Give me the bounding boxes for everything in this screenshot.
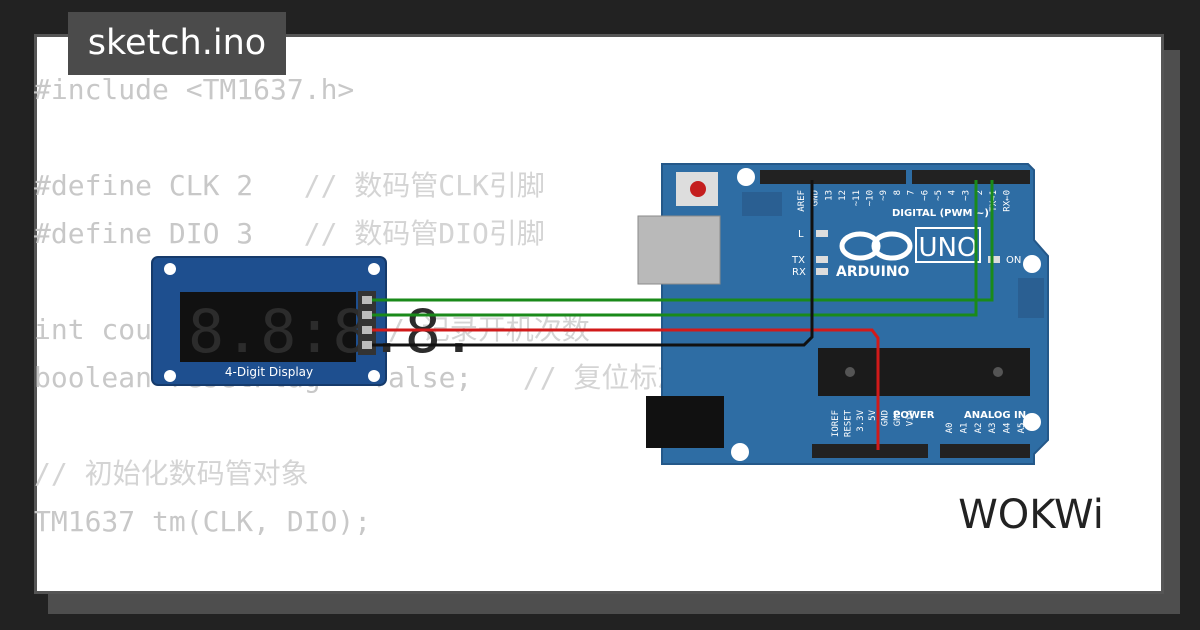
power-header	[812, 444, 928, 458]
mount-hole	[1023, 413, 1041, 431]
pin-label: 3.3V	[856, 409, 866, 431]
mount-hole	[1023, 255, 1041, 273]
code-line: #include <TM1637.h>	[34, 66, 685, 114]
pin-label: TX→1	[989, 190, 999, 212]
pin-label: A4	[1003, 423, 1013, 434]
digital-header-right	[912, 170, 1030, 184]
wire-clk	[372, 180, 994, 302]
led-tx	[816, 256, 828, 263]
segment-digits: 8.8:8.8.	[188, 297, 477, 367]
mount-hole	[164, 263, 176, 275]
led-label-rx: RX	[792, 267, 806, 278]
mount-hole	[737, 168, 755, 186]
pin-label: 2	[975, 190, 985, 195]
pin-label: GND	[893, 410, 903, 426]
led-label-tx: TX	[791, 255, 805, 266]
header-pins	[358, 291, 376, 355]
pin-label: ~5	[934, 190, 944, 201]
display-label: 4-Digit Display	[225, 365, 313, 379]
arduino-model: UNO	[919, 233, 978, 263]
arduino-brand: ARDUINO	[836, 264, 910, 280]
file-title: sketch.ino	[68, 12, 286, 75]
code-line: TM1637 tm(CLK, DIO);	[34, 498, 685, 546]
wire-dio	[372, 180, 978, 317]
pin-label: 7	[907, 190, 917, 195]
pin-label: ~9	[879, 190, 889, 201]
wokwi-logo-text: WOKWi	[958, 492, 1104, 538]
pin-dio	[362, 311, 372, 319]
infinity-logo-icon	[839, 231, 913, 261]
pin-gnd	[362, 341, 372, 349]
pin-label: ~3	[961, 190, 971, 201]
code-line: #define CLK 2 // 数码管CLK引脚	[34, 162, 685, 210]
pin-label: A5	[1017, 423, 1027, 434]
reset-button[interactable]	[690, 181, 706, 197]
pin-vcc	[362, 326, 372, 334]
pin-label: A1	[959, 423, 969, 434]
chip-notch	[845, 367, 855, 377]
mount-hole	[164, 370, 176, 382]
pin-label: GND	[811, 190, 821, 206]
pin-label: RESET	[843, 409, 853, 437]
analog-pin-labels: A0 A1 A2 A3 A4 A5	[945, 423, 1027, 434]
pin-label: A2	[974, 423, 984, 434]
pin-clk	[362, 296, 372, 304]
uno-badge	[915, 227, 981, 263]
mount-hole	[368, 263, 380, 275]
pin-label: IOREF	[831, 410, 841, 437]
pin-label: ~6	[920, 190, 930, 201]
pin-label: 12	[838, 190, 848, 201]
code-comment: // 数码管DIO引脚	[303, 217, 545, 250]
led-l	[816, 230, 828, 237]
analog-label: ANALOG IN	[964, 410, 1026, 421]
code-text: #define DIO 3	[34, 217, 304, 250]
power-jack	[646, 396, 724, 448]
code-comment: // 初始化数码管对象	[34, 457, 309, 490]
mount-hole	[368, 370, 380, 382]
pin-label: Vin	[905, 410, 915, 426]
led-rx	[816, 268, 828, 275]
code-text: TM1637 tm(CLK, DIO);	[34, 505, 372, 538]
pin-label: RX←0	[1003, 190, 1013, 212]
pin-label: A0	[945, 423, 955, 434]
mount-hole	[731, 443, 749, 461]
wire-vcc	[372, 328, 880, 450]
wire-gnd	[372, 180, 814, 347]
digital-header-left	[760, 170, 906, 184]
tm1637-display-module[interactable]: 8.8:8.8. 4-Digit Display	[151, 256, 477, 386]
code-comment: // 数码管CLK引脚	[303, 169, 545, 202]
power-label: POWER	[893, 410, 935, 421]
chip-notch	[993, 367, 1003, 377]
analog-header	[940, 444, 1030, 458]
icsp-header	[742, 192, 782, 216]
code-line: #define DIO 3 // 数码管DIO引脚	[34, 210, 685, 258]
pin-label: ~11	[852, 190, 862, 206]
pin-label: GND	[881, 410, 891, 426]
code-editor: #include <TM1637.h> #define CLK 2 // 数码管C…	[34, 66, 685, 546]
pin-label: 5V	[868, 409, 878, 420]
pin-label: 8	[893, 190, 903, 195]
code-line: // 初始化数码管对象	[34, 450, 685, 498]
on-led	[988, 256, 1000, 263]
led-label-l: L	[798, 229, 804, 240]
code-text: #define CLK 2	[34, 169, 304, 202]
wires	[372, 180, 994, 450]
pin-label: 4	[948, 190, 958, 195]
code-text: #include <TM1637.h>	[34, 73, 355, 106]
digital-label: DIGITAL (PWM ~)	[892, 208, 989, 219]
pin-label: 13	[824, 190, 834, 201]
usb-port	[637, 215, 721, 285]
wokwi-logo: WOKWi	[958, 492, 1104, 538]
segment-display	[180, 292, 356, 362]
on-label: ON	[1006, 255, 1021, 266]
icsp-header-2	[1018, 278, 1044, 318]
arduino-uno-board[interactable]: ARDUINO UNO DIGITAL (PWM ~) POWER ANALOG…	[637, 163, 1049, 465]
pin-label: AREF	[797, 190, 807, 212]
pin-label: ~10	[866, 190, 876, 206]
pin-label: A3	[988, 423, 998, 434]
